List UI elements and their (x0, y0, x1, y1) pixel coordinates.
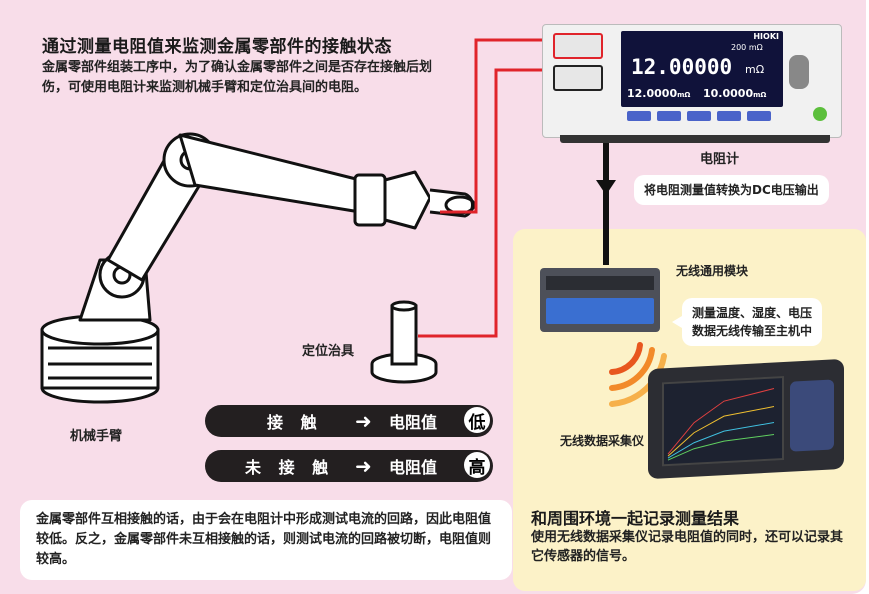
no-contact-result: 电阻值 (389, 458, 438, 477)
meter-range: 200 (731, 43, 747, 52)
meter-screen: HIOKI 200 mΩ 12.00000 mΩ 12.0000mΩ 10.00… (621, 31, 783, 107)
meter-power-button[interactable] (813, 107, 827, 121)
logger-screen (662, 376, 784, 467)
data-logger (648, 358, 844, 480)
fixture-label: 定位治具 (302, 344, 355, 359)
meter-dpad[interactable] (789, 55, 809, 89)
contact-result: 电阻值 (389, 413, 438, 432)
no-contact-text: 未 接 触 (245, 458, 335, 477)
meter-fn-button-1[interactable] (627, 111, 651, 121)
dc-output-bubble: 将电阻测量值转换为DC电压输出 (634, 175, 829, 205)
explanation-note: 金属零部件互相接触的话，由于会在电阻计中形成测试电流的回路，因此电阻值较低。反之… (20, 500, 512, 580)
meter-hi-value: 12.0000 (627, 87, 678, 100)
contact-level: 低 (464, 407, 490, 433)
module-desc-bubble: 测量温度、湿度、电压 数据无线传输至主机中 (671, 298, 823, 346)
no-contact-level: 高 (464, 452, 490, 478)
meter-hi-unit: mΩ (677, 91, 691, 99)
meter-label: 电阻计 (700, 152, 740, 167)
wireless-module-label: 无线通用模块 (676, 264, 749, 278)
meter-brand: HIOKI (753, 32, 779, 41)
robot-arm-illustration (40, 132, 476, 404)
terminal-sense (553, 65, 603, 91)
summary-title: 和周围环境一起记录测量结果 (531, 509, 740, 528)
meter-fn-button-5[interactable] (747, 111, 771, 121)
meter-feet (560, 135, 830, 143)
intro-text: 金属零部件组装工序中，为了确认金属零部件之间是否存在接触后划伤，可使用电阻计来监… (42, 60, 433, 95)
meter-lo-unit: mΩ (753, 91, 767, 99)
dc-output-text: 将电阻测量值转换为DC电压输出 (644, 183, 819, 197)
page-title: 通过测量电阻值来监测金属零部件的接触状态 (42, 37, 392, 57)
meter-fn-button-2[interactable] (657, 111, 681, 121)
terminal-source (553, 33, 603, 59)
module-desc-line1: 测量温度、湿度、电压 (692, 306, 813, 320)
meter-lo-value: 10.0000 (703, 87, 754, 100)
meter-fn-button-3[interactable] (687, 111, 711, 121)
logger-keypad[interactable] (790, 379, 834, 452)
module-desc-line2: 数据无线传输至主机中 (692, 324, 813, 338)
robot-arm-label: 机械手臂 (70, 429, 123, 444)
logger-label: 无线数据采集仪 (560, 434, 645, 448)
meter-range-unit: mΩ (748, 43, 763, 52)
arrow-icon: ➜ (355, 409, 372, 433)
contact-row: 接 触 ➜ 电阻值 低 (205, 405, 493, 437)
summary-body: 使用无线数据采集仪记录电阻值的同时，还可以记录其它传感器的信号。 (531, 530, 844, 564)
wireless-module (540, 268, 660, 332)
contact-text: 接 触 (267, 413, 323, 432)
resistance-meter: HIOKI 200 mΩ 12.00000 mΩ 12.0000mΩ 10.00… (542, 24, 842, 138)
meter-main-unit: mΩ (745, 63, 765, 76)
meter-fn-button-4[interactable] (717, 111, 741, 121)
no-contact-row: 未 接 触 ➜ 电阻值 高 (205, 450, 493, 482)
arrow-icon: ➜ (355, 454, 372, 478)
meter-main-value: 12.00000 (631, 55, 733, 79)
fixture-illustration (370, 300, 438, 384)
